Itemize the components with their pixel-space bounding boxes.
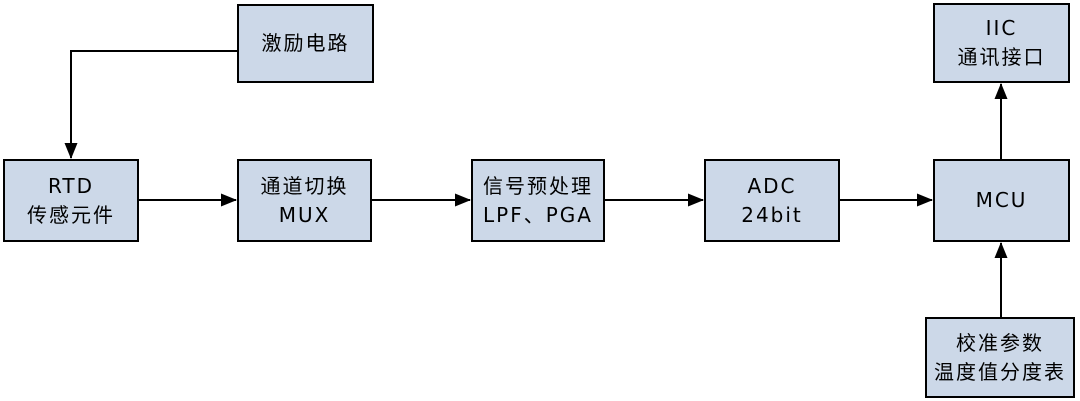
node-channel-mux-label-line2: MUX: [278, 202, 331, 227]
node-excitation-circuit-label: 激励电路: [261, 31, 350, 55]
node-iic-interface-label-line1: IIC: [985, 16, 1018, 40]
node-mcu-label: MCU: [975, 188, 1028, 212]
node-adc-24bit-label-line2: 24bit: [741, 202, 803, 227]
node-iic-interface-label-line2: 通讯接口: [957, 45, 1046, 69]
node-rtd-sensor-label-line1: RTD: [47, 173, 95, 198]
node-rtd-sensor: RTD 传感元件: [3, 159, 139, 242]
node-calibration-table-label-line2: 温度值分度表: [934, 359, 1066, 384]
node-channel-mux: 通道切换 MUX: [237, 159, 372, 242]
node-excitation-circuit: 激励电路: [237, 4, 374, 83]
node-signal-preprocessing-label-line1: 信号预处理: [483, 173, 593, 198]
node-mcu: MCU: [933, 159, 1070, 242]
edge-excitation-to-rtd: [64, 50, 237, 159]
node-adc-24bit: ADC 24bit: [704, 159, 840, 242]
node-iic-interface: IIC 通讯接口: [933, 3, 1070, 83]
node-adc-24bit-label-line1: ADC: [747, 173, 797, 198]
node-calibration-table-label-line1: 校准参数: [956, 330, 1044, 355]
node-signal-preprocessing: 信号预处理 LPF、PGA: [471, 159, 605, 242]
node-channel-mux-label-line1: 通道切换: [260, 173, 349, 198]
node-rtd-sensor-label-line2: 传感元件: [27, 202, 115, 227]
node-calibration-table: 校准参数 温度值分度表: [925, 317, 1075, 398]
node-signal-preprocessing-label-line2: LPF、PGA: [483, 202, 593, 227]
